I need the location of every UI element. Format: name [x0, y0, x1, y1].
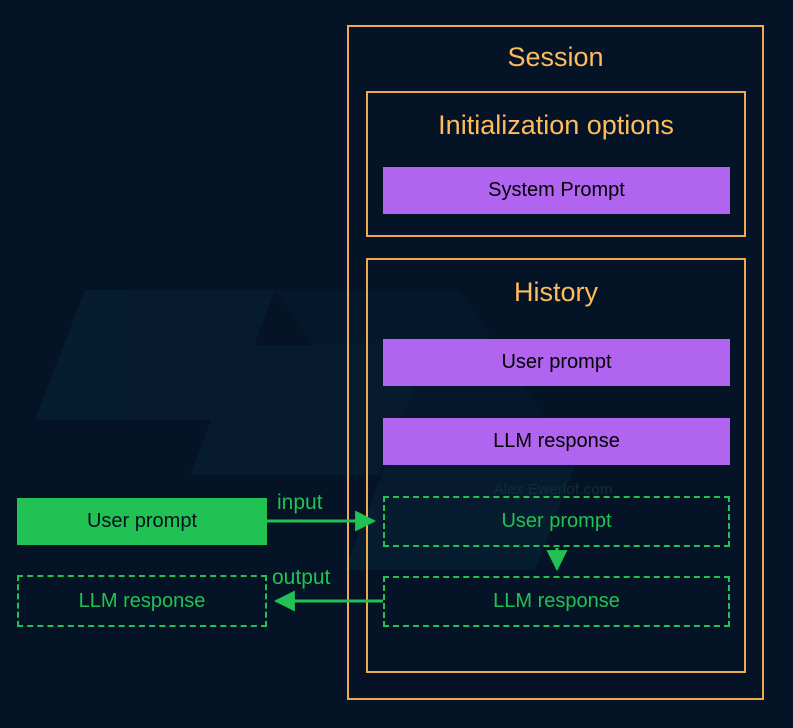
external-user-prompt-block[interactable]: User prompt [17, 498, 267, 545]
system-prompt-block[interactable]: System Prompt [383, 167, 730, 214]
history-outgoing-llm-response-block[interactable]: LLM response [383, 576, 730, 627]
session-frame: Session [347, 25, 764, 700]
history-llm-response-block[interactable]: LLM response [383, 418, 730, 465]
external-llm-response-block[interactable]: LLM response [17, 575, 267, 627]
history-frame: History [366, 258, 746, 673]
history-title: History [513, 277, 598, 307]
history-user-prompt-block[interactable]: User prompt [383, 339, 730, 386]
initialization-options-frame: Initialization options [366, 91, 746, 237]
initialization-options-title: Initialization options [438, 110, 674, 140]
edge-label-input: input [277, 491, 323, 514]
session-title: Session [507, 42, 604, 72]
history-incoming-user-prompt-block[interactable]: User prompt [383, 496, 730, 547]
edge-label-output: output [272, 566, 331, 589]
